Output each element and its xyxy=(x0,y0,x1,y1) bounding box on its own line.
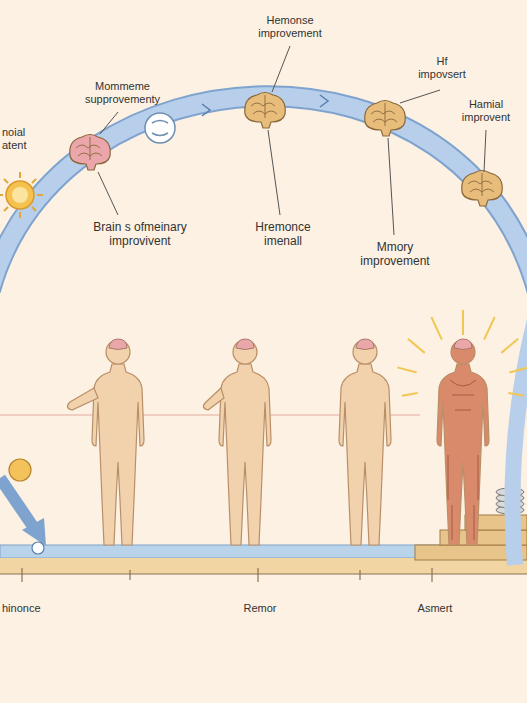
caption-label: Hemonse improvement xyxy=(250,14,330,40)
tick-marks xyxy=(22,568,432,582)
muscle-lines xyxy=(448,380,478,540)
arc-tail xyxy=(513,320,527,565)
caption-label: Asmert xyxy=(400,602,470,615)
caption-label: Remor xyxy=(225,602,295,615)
down-arrow xyxy=(0,478,34,528)
leader-lines xyxy=(98,46,486,235)
caption-label: Mommeme supprovementy xyxy=(70,80,175,106)
caption-label: Hf impovsert xyxy=(413,55,471,81)
caption-label: noial atent xyxy=(2,126,42,152)
caption-label: Hamial improvent xyxy=(452,98,520,124)
caption-label: Brain s ofmeinary improvivent xyxy=(70,220,210,249)
brain-icon xyxy=(70,135,111,171)
caption-label: hinonce xyxy=(2,602,72,615)
ground-strip xyxy=(0,545,440,558)
brain-icon xyxy=(245,93,286,129)
person-figure xyxy=(339,339,391,545)
down-arrow-head xyxy=(22,518,46,546)
person-arm xyxy=(203,388,224,410)
caption-label: Hremonce imenall xyxy=(238,220,328,249)
person-arm xyxy=(67,388,98,410)
person-figure xyxy=(219,339,271,545)
muscle-figure xyxy=(437,339,489,545)
person-figure xyxy=(92,339,144,545)
brain-icon xyxy=(462,171,503,207)
coin-icon xyxy=(9,459,31,481)
sun-icon xyxy=(0,172,43,218)
brain-icon xyxy=(365,101,406,137)
lens-icon xyxy=(145,113,175,143)
arrow-dot xyxy=(32,542,44,554)
baseline xyxy=(0,573,527,574)
caption-label: Mmory improvement xyxy=(345,240,445,269)
